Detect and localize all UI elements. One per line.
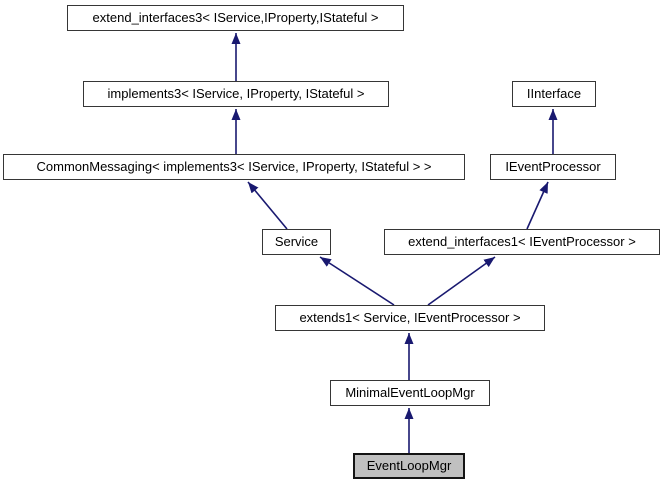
arrow-service-to-commonmessaging xyxy=(247,181,288,230)
class-node-extends1[interactable]: extends1< Service, IEventProcessor > xyxy=(275,305,545,331)
class-node-ieventprocessor[interactable]: IEventProcessor xyxy=(490,154,616,180)
class-node-extend-interfaces3[interactable]: extend_interfaces3< IService,IProperty,I… xyxy=(67,5,404,31)
arrow-extend-interfaces1-to-ieventprocessor xyxy=(526,181,549,230)
class-node-implements3[interactable]: implements3< IService, IProperty, IState… xyxy=(83,81,389,107)
class-node-iinterface[interactable]: IInterface xyxy=(512,81,596,107)
class-node-eventloopmgr: EventLoopMgr xyxy=(353,453,465,479)
class-node-service[interactable]: Service xyxy=(262,229,331,255)
arrow-extends1-to-extend-interfaces1 xyxy=(427,256,496,306)
class-node-extend-interfaces1[interactable]: extend_interfaces1< IEventProcessor > xyxy=(384,229,660,255)
class-node-commonmessaging[interactable]: CommonMessaging< implements3< IService, … xyxy=(3,154,465,180)
class-node-minimaleventloopmgr[interactable]: MinimalEventLoopMgr xyxy=(330,380,490,406)
arrow-extends1-to-service xyxy=(319,256,395,306)
